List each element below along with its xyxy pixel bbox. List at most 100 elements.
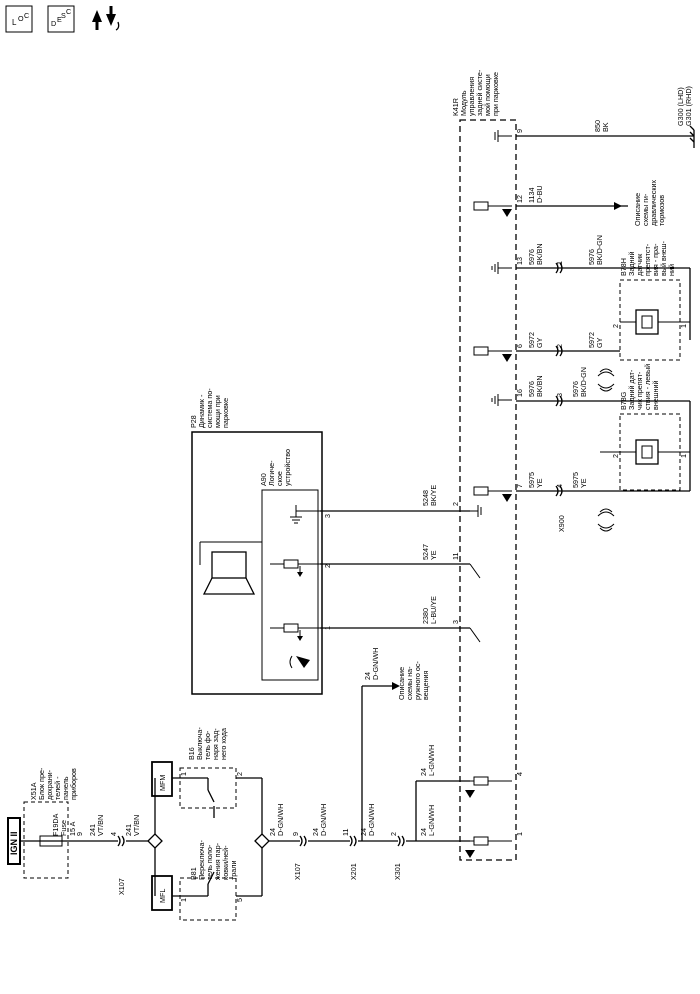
svg-text:1: 1 (179, 772, 188, 776)
svg-text:1: 1 (179, 898, 188, 902)
chassis-ground-icon (689, 125, 695, 148)
svg-text:5976: 5976 (571, 381, 580, 397)
svg-text:мой помощи: мой помощи (483, 74, 492, 116)
svg-text:трали: трали (229, 861, 238, 881)
resistor-icon (473, 201, 512, 217)
desc-icon[interactable]: D E S C (47, 5, 75, 33)
svg-text:B81: B81 (189, 867, 198, 880)
resistor-icon (465, 776, 512, 798)
fuse-icon (39, 835, 63, 847)
svg-text:жения пар-: жения пар- (213, 842, 222, 880)
resistor-icon (473, 486, 512, 502)
fuse-pin: 9 (75, 832, 84, 836)
svg-text:5976: 5976 (527, 249, 536, 265)
svg-text:24: 24 (363, 672, 372, 680)
svg-text:G300 (LHD): G300 (LHD) (676, 87, 685, 126)
svg-text:GY: GY (535, 337, 544, 348)
svg-text:P28: P28 (189, 415, 198, 428)
connector-x201: 11 X201 (341, 829, 358, 880)
resistor-icon (270, 559, 320, 577)
svg-text:BK/BN: BK/BN (535, 375, 544, 397)
svg-text:ствия - левый: ствия - левый (643, 364, 652, 410)
fuse-word: Fuse (59, 820, 68, 836)
svg-text:5976: 5976 (587, 249, 596, 265)
svg-text:850: 850 (593, 120, 602, 132)
fuse-amp: 15 A (68, 821, 77, 836)
svg-text:Задний дат-: Задний дат- (627, 369, 636, 410)
svg-text:устройство: устройство (283, 449, 292, 486)
loc-icon[interactable]: L O C (5, 5, 33, 33)
svg-text:панель: панель (61, 776, 70, 800)
svg-text:2: 2 (611, 454, 620, 458)
svg-text:X201: X201 (349, 863, 358, 880)
svg-text:GY: GY (595, 337, 604, 348)
svg-text:5972: 5972 (527, 332, 536, 348)
svg-text:BK/D-GN: BK/D-GN (579, 367, 588, 397)
svg-text:241: 241 (88, 824, 97, 836)
mfl-box: MFL (151, 875, 173, 911)
svg-text:D-BU: D-BU (535, 185, 544, 203)
svg-text:241: 241 (124, 824, 133, 836)
svg-text:D: D (51, 19, 56, 28)
svg-text:BK/D-GN: BK/D-GN (595, 235, 604, 265)
note-hydraulic-brakes[interactable]: Описание схемы ги- дравлических тормозов (633, 179, 666, 226)
ign-ii-label: IGN II (9, 831, 19, 855)
svg-text:вия - пра-: вия - пра- (651, 243, 660, 276)
svg-text:G301 (RHD): G301 (RHD) (684, 86, 693, 126)
svg-text:X107: X107 (117, 878, 126, 895)
connector-x301: 2 X301 (389, 832, 405, 880)
svg-text:система по-: система по- (205, 388, 214, 428)
ign-ii-box: IGN II (7, 817, 21, 865)
parking-sensor-icon (289, 655, 310, 669)
resistor-icon (465, 836, 512, 858)
ultrasonic-wave-icon (597, 368, 615, 392)
svg-text:тель поло-: тель поло- (205, 844, 214, 880)
svg-text:24: 24 (419, 768, 428, 776)
svg-text:S: S (61, 11, 66, 20)
svg-text:вещения: вещения (421, 670, 430, 700)
arrow-icon (392, 682, 400, 690)
resistor-icon (473, 346, 512, 362)
svg-text:3: 3 (323, 514, 332, 518)
svg-text:BK/YE: BK/YE (429, 485, 438, 506)
svg-text:D-GN/WH: D-GN/WH (276, 804, 285, 836)
svg-text:вый внеш-: вый внеш- (659, 240, 668, 276)
svg-text:MFM: MFM (158, 775, 167, 791)
svg-text:5972: 5972 (587, 332, 596, 348)
mfm-box: MFM (151, 761, 173, 797)
svg-text:12: 12 (515, 195, 524, 203)
svg-text:A90: A90 (259, 473, 268, 486)
svg-text:2: 2 (451, 502, 460, 506)
svg-text:YE: YE (579, 478, 588, 488)
svg-text:5976: 5976 (527, 381, 536, 397)
arrows-wrench-icon[interactable] (92, 6, 120, 31)
svg-text:3: 3 (451, 620, 460, 624)
svg-text:13: 13 (515, 257, 524, 265)
svg-text:VT/BN: VT/BN (132, 815, 141, 836)
svg-text:ружного ос-: ружного ос- (413, 661, 422, 700)
svg-text:MFL: MFL (158, 889, 167, 903)
svg-text:Динамик -: Динамик - (197, 394, 206, 428)
svg-text:него хода: него хода (219, 728, 228, 760)
note-exterior-lighting[interactable]: Описание схемы на- ружного ос- вещения (397, 661, 430, 700)
svg-text:тель фо-: тель фо- (203, 730, 212, 760)
svg-text:мощи при: мощи при (213, 395, 222, 428)
svg-text:L: L (12, 18, 17, 27)
svg-text:Описание: Описание (633, 193, 642, 226)
svg-text:2: 2 (235, 772, 244, 776)
arrow-icon (614, 202, 622, 210)
ground-symbol-icon (470, 505, 482, 517)
svg-text:24: 24 (311, 828, 320, 836)
svg-text:Переключа-: Переключа- (197, 839, 206, 880)
svg-text:B78G: B78G (619, 391, 628, 410)
svg-text:1134: 1134 (527, 188, 536, 203)
svg-text:24: 24 (268, 828, 277, 836)
svg-text:BK: BK (601, 122, 610, 132)
svg-text:L-BU/YE: L-BU/YE (429, 596, 438, 624)
connector-x107-b: 9 X107 (291, 832, 307, 880)
svg-text:задней систе-: задней систе- (475, 69, 484, 116)
ground-symbol-icon (494, 130, 512, 142)
speaker-p28: P28 Динамик - система по- мощи при парко… (189, 388, 332, 695)
sensor-b78g: 2 1 B78G Задний дат- чик препят- ствия -… (597, 364, 691, 532)
svg-text:1: 1 (679, 454, 688, 458)
